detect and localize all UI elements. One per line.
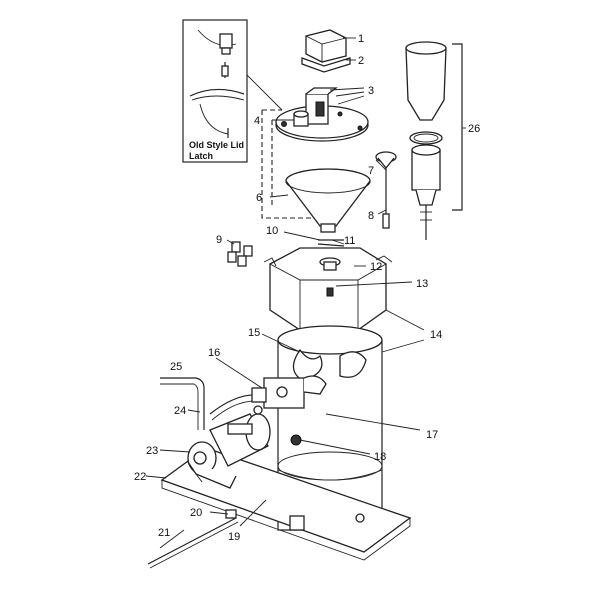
tank-body [277,325,383,531]
callout-20: 20 [190,507,202,519]
callout-18: 18 [374,451,386,463]
callout-24: 24 [174,405,186,417]
callout-labels: 1 2 3 4 6 7 8 9 10 11 12 13 14 15 16 17 … [134,33,480,543]
callout-9: 9 [216,234,222,246]
callout-6: 6 [256,192,262,204]
callout-16: 16 [208,347,220,359]
part-9-fittings [227,241,253,267]
part-26-cartridge-assembly [405,41,463,240]
callout-25: 25 [170,361,182,373]
callout-23: 23 [146,445,158,457]
part-6-funnel [285,168,371,233]
callout-12: 12 [370,261,382,273]
plumbing-lines [160,375,327,430]
callout-22: 22 [134,471,146,483]
inset-caption-line1: Old Style Lid [189,140,244,150]
leader-lines [145,37,466,549]
callout-13: 13 [416,278,428,290]
callout-4: 4 [254,115,260,127]
callout-19: 19 [228,531,240,543]
part-1-switch-cap [305,29,347,63]
callout-21: 21 [158,527,170,539]
inset-caption-line2: Latch [189,151,213,161]
part-7-8-float-rod [375,151,397,229]
drain-tube [147,509,305,569]
callout-2: 2 [358,55,364,67]
callout-7: 7 [368,165,374,177]
part-14-tank-lid [263,239,393,331]
callout-3: 3 [368,85,374,97]
callout-8: 8 [368,210,374,222]
callout-15: 15 [248,327,260,339]
callout-1: 1 [358,33,364,45]
lid-assembly-dashed-outline [261,109,312,219]
pump-motor-assembly [187,413,271,489]
part-2-gasket [301,57,351,73]
part-3-4-lid-with-switch [275,87,369,142]
callout-17: 17 [426,429,438,441]
old-style-lid-latch-inset: Old Style Lid Latch [182,19,283,163]
callout-14: 14 [430,329,442,341]
callout-10: 10 [266,225,278,237]
callout-26: 26 [468,123,480,135]
callout-11: 11 [344,235,355,247]
